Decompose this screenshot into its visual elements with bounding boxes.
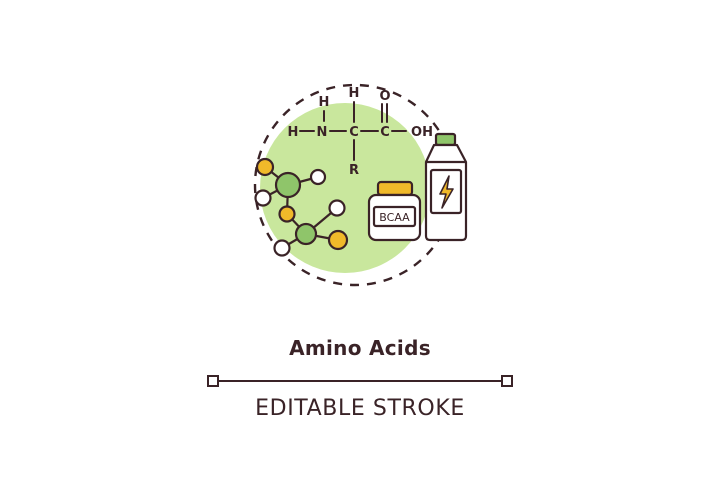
title: Amino Acids [289,336,431,360]
sports-bottle [424,132,468,242]
molecule-node-white [328,199,346,217]
jar-label: BCAA [379,211,410,224]
amino-acids-illustration: H H O H N C C OH R BCAA [253,83,468,287]
atom-oh: OH [411,125,433,140]
atom-c-carboxyl: C [380,125,390,140]
molecule-node-yellow [327,229,349,251]
jar-label-box [372,205,417,228]
molecule-node-green [294,222,318,246]
molecule-node-white [309,168,327,186]
amino-acid-structure [299,101,407,161]
atom-h-left: H [288,125,299,140]
divider-handle-right [501,375,513,387]
subtitle: EDITABLE STROKE [255,396,465,421]
editable-stroke-divider [207,375,513,387]
molecule-node-green-large [274,171,302,199]
atom-h-top-left: H [319,95,330,110]
bcaa-jar [367,180,422,242]
molecule-node-white [273,239,291,257]
jar-lid [376,180,414,197]
molecule-node-yellow [255,157,275,177]
atom-o-top: O [379,89,390,104]
bottle-cap [434,132,457,147]
lightning-bolt-icon [439,175,454,209]
atom-c-alpha: C [349,125,359,140]
divider-handle-left [207,375,219,387]
atom-r: R [349,163,359,178]
molecule-node-white [254,189,272,207]
molecule-node-yellow [278,205,296,223]
atom-n: N [317,125,328,140]
atom-h-top-right: H [349,86,360,101]
